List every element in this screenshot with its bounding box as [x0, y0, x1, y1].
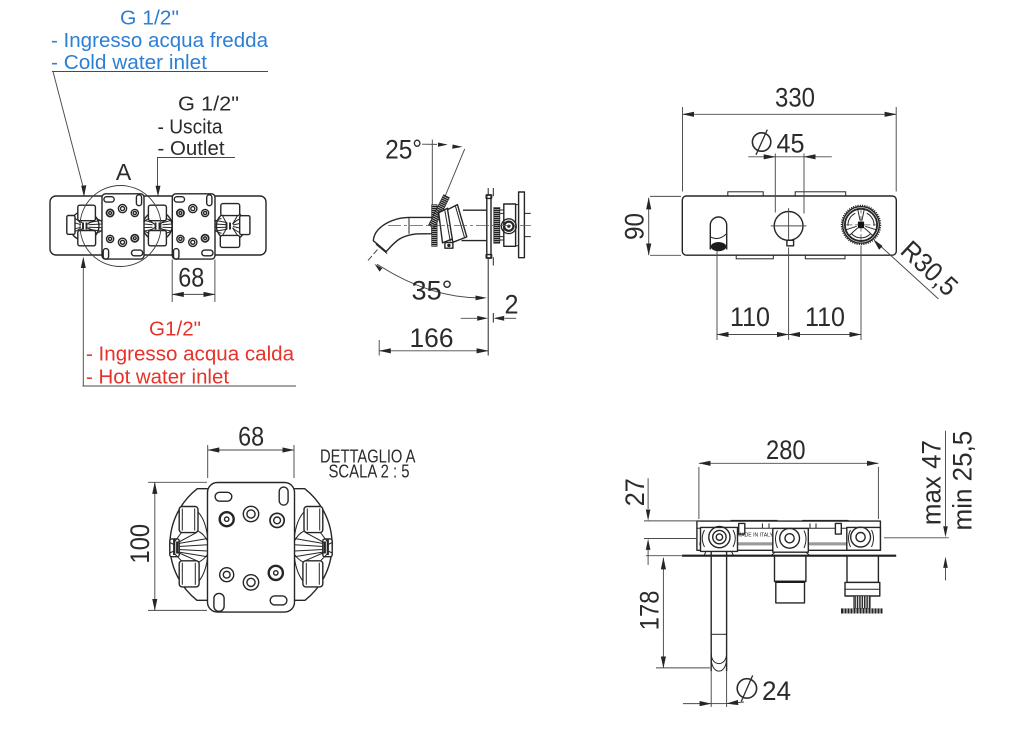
svg-text:- Ingresso acqua fredda: - Ingresso acqua fredda: [51, 30, 269, 52]
svg-text:110: 110: [730, 302, 770, 332]
svg-text:330: 330: [775, 83, 815, 113]
svg-text:24: 24: [762, 676, 791, 706]
svg-text:- Cold water inlet: - Cold water inlet: [51, 52, 207, 74]
svg-text:35°: 35°: [412, 276, 453, 306]
svg-text:min 25,5: min 25,5: [948, 431, 978, 531]
svg-text:178: 178: [634, 591, 664, 631]
svg-text:110: 110: [805, 302, 845, 332]
svg-text:- Hot water inlet: - Hot water inlet: [86, 367, 229, 389]
svg-text:A: A: [116, 159, 132, 185]
svg-text:G 1/2": G 1/2": [178, 94, 239, 116]
svg-text:68: 68: [178, 263, 204, 293]
svg-text:45: 45: [777, 129, 805, 159]
svg-text:- Uscita: - Uscita: [158, 117, 224, 139]
svg-text:max 47: max 47: [917, 440, 947, 525]
svg-text:G1/2": G1/2": [149, 319, 201, 341]
svg-text:90: 90: [620, 213, 650, 240]
svg-text:280: 280: [766, 435, 806, 465]
svg-text:25°: 25°: [385, 135, 422, 165]
svg-text:- Ingresso acqua calda: - Ingresso acqua calda: [86, 344, 295, 366]
svg-text:G 1/2": G 1/2": [120, 8, 179, 30]
svg-text:SCALA 2 : 5: SCALA 2 : 5: [329, 462, 410, 482]
svg-text:166: 166: [410, 323, 454, 353]
svg-text:2: 2: [505, 290, 519, 320]
svg-text:68: 68: [238, 421, 264, 451]
svg-text:DETTAGLIO A: DETTAGLIO A: [320, 447, 416, 467]
svg-text:27: 27: [620, 478, 650, 506]
svg-text:MADE IN ITALY: MADE IN ITALY: [737, 533, 773, 539]
svg-text:- Outlet: - Outlet: [158, 138, 225, 160]
svg-text:100: 100: [125, 524, 155, 564]
